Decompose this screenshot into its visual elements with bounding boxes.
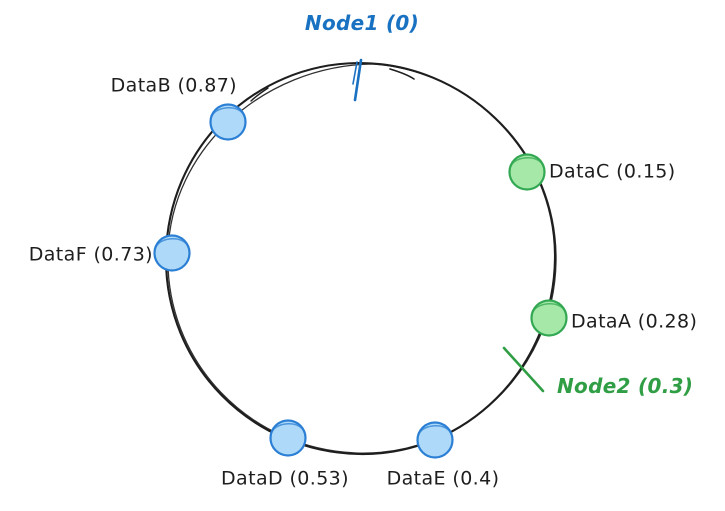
node2-tick-icon[interactable]	[502, 346, 545, 393]
node1-tick-icon[interactable]	[353, 58, 363, 102]
data-node-label-dataD: DataD (0.53)	[221, 467, 349, 490]
data-node-dataB[interactable]	[209, 103, 247, 141]
hash-ring-overshoot-1	[389, 68, 415, 80]
data-node-label-dataB: DataB (0.87)	[110, 74, 237, 97]
ring-marker-label-node2: Node2 (0.3)	[557, 374, 694, 398]
data-node-dataE[interactable]	[416, 421, 454, 459]
data-node-label-dataF: DataF (0.73)	[28, 243, 153, 266]
data-node-dataC[interactable]	[508, 153, 546, 191]
data-node-dataF[interactable]	[153, 234, 191, 272]
hash-ring-overshoot-2	[250, 87, 269, 102]
data-node-label-dataE: DataE (0.4)	[386, 467, 500, 490]
data-node-label-dataC: DataC (0.15)	[549, 160, 676, 183]
ring-marker-ticks	[352, 58, 545, 393]
data-node-dataA[interactable]	[530, 299, 568, 337]
ring-marker-label-node1: Node1 (0)	[304, 11, 420, 35]
data-node-dataD[interactable]	[269, 419, 307, 457]
node1-tick-icon-secondary	[352, 61, 358, 85]
data-node-label-dataA: DataA (0.28)	[571, 310, 698, 333]
data-node-circles	[153, 103, 568, 459]
